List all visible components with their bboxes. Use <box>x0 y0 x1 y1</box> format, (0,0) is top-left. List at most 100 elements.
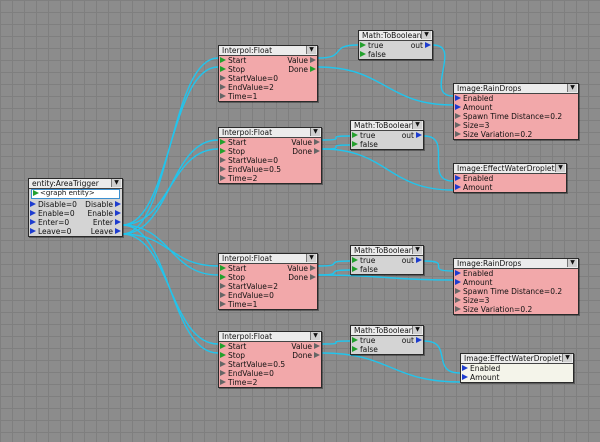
input-pin-icon[interactable] <box>220 139 226 145</box>
input-pin-icon[interactable] <box>455 131 461 137</box>
entity-area-trigger-node[interactable]: entity:AreaTrigger▼ <graph entity> Disab… <box>28 178 123 237</box>
input-pin-icon[interactable] <box>455 113 461 119</box>
input-pin-icon[interactable] <box>455 288 461 294</box>
node-title[interactable]: Math:ToBoolean▼ <box>351 246 423 256</box>
input-pin-icon[interactable] <box>220 361 226 367</box>
output-pin-icon[interactable] <box>314 343 320 349</box>
input-pin-icon[interactable] <box>220 75 226 81</box>
output-pin-icon[interactable] <box>314 139 320 145</box>
input-pin-icon[interactable] <box>220 283 226 289</box>
input-pin-icon[interactable] <box>220 379 226 385</box>
input-pin-icon[interactable] <box>455 175 461 181</box>
node-title[interactable]: Interpol:Float▼ <box>219 128 321 138</box>
node-title[interactable]: Image:RainDrops▼ <box>454 259 578 269</box>
dropdown-icon[interactable]: ▼ <box>412 326 422 334</box>
output-pin-icon[interactable] <box>314 148 320 154</box>
output-pin-icon[interactable] <box>115 201 121 207</box>
node-title[interactable]: Image:RainDrops▼ <box>454 84 578 94</box>
input-pin-icon[interactable] <box>220 343 226 349</box>
input-pin-icon[interactable] <box>220 166 226 172</box>
output-pin-icon[interactable] <box>425 42 431 48</box>
output-pin-icon[interactable] <box>310 265 316 271</box>
dropdown-icon[interactable]: ▼ <box>310 332 320 340</box>
input-pin-icon[interactable] <box>220 292 226 298</box>
node-title[interactable]: Interpol:Float▼ <box>219 332 321 342</box>
input-pin-icon[interactable] <box>360 42 366 48</box>
input-pin-icon[interactable] <box>220 148 226 154</box>
image-effectwaterdroplets-node-2[interactable]: Image:EffectWaterDroplets▼ Enabled Amoun… <box>460 353 574 383</box>
input-pin-icon[interactable] <box>455 270 461 276</box>
input-pin-icon[interactable] <box>30 228 36 234</box>
input-pin-icon[interactable] <box>360 51 366 57</box>
input-pin-icon[interactable] <box>220 352 226 358</box>
input-pin-icon[interactable] <box>352 141 358 147</box>
input-pin-icon[interactable] <box>352 337 358 343</box>
dropdown-icon[interactable]: ▼ <box>555 164 565 172</box>
input-pin-icon[interactable] <box>455 95 461 101</box>
output-pin-icon[interactable] <box>416 337 422 343</box>
input-pin-icon[interactable] <box>352 132 358 138</box>
input-pin-icon[interactable] <box>220 66 226 72</box>
output-pin-icon[interactable] <box>310 66 316 72</box>
output-pin-icon[interactable] <box>115 210 121 216</box>
graph-entity-field[interactable]: <graph entity> <box>31 189 120 199</box>
node-title[interactable]: Image:EffectWaterDroplets▼ <box>454 164 566 174</box>
input-pin-icon[interactable] <box>220 301 226 307</box>
dropdown-icon[interactable]: ▼ <box>111 179 121 187</box>
input-pin-icon[interactable] <box>33 190 39 196</box>
node-title[interactable]: Interpol:Float▼ <box>219 254 317 264</box>
dropdown-icon[interactable]: ▼ <box>412 121 422 129</box>
node-title[interactable]: entity:AreaTrigger▼ <box>29 179 122 189</box>
input-pin-icon[interactable] <box>352 266 358 272</box>
dropdown-icon[interactable]: ▼ <box>306 254 316 262</box>
input-pin-icon[interactable] <box>352 346 358 352</box>
input-pin-icon[interactable] <box>455 306 461 312</box>
dropdown-icon[interactable]: ▼ <box>310 128 320 136</box>
input-pin-icon[interactable] <box>352 257 358 263</box>
node-title[interactable]: Image:EffectWaterDroplets▼ <box>461 354 573 364</box>
node-title[interactable]: Math:ToBoolean▼ <box>351 326 423 336</box>
node-title[interactable]: Math:ToBoolean▼ <box>351 121 423 131</box>
input-pin-icon[interactable] <box>30 201 36 207</box>
dropdown-icon[interactable]: ▼ <box>562 354 572 362</box>
image-raindrops-node-1[interactable]: Image:RainDrops▼ Enabled Amount Spawn Ti… <box>453 83 579 140</box>
input-pin-icon[interactable] <box>30 210 36 216</box>
input-pin-icon[interactable] <box>455 104 461 110</box>
input-pin-icon[interactable] <box>455 184 461 190</box>
dropdown-icon[interactable]: ▼ <box>306 46 316 54</box>
output-pin-icon[interactable] <box>314 352 320 358</box>
output-pin-icon[interactable] <box>416 257 422 263</box>
output-pin-icon[interactable] <box>416 132 422 138</box>
input-pin-icon[interactable] <box>220 157 226 163</box>
input-pin-icon[interactable] <box>220 175 226 181</box>
input-pin-icon[interactable] <box>455 122 461 128</box>
output-pin-icon[interactable] <box>310 57 316 63</box>
input-pin-icon[interactable] <box>220 274 226 280</box>
dropdown-icon[interactable]: ▼ <box>412 246 422 254</box>
dropdown-icon[interactable]: ▼ <box>421 31 431 39</box>
node-title[interactable]: Interpol:Float▼ <box>219 46 317 56</box>
output-pin-icon[interactable] <box>310 274 316 280</box>
node-title[interactable]: Math:ToBoolean▼ <box>359 31 432 41</box>
input-pin-icon[interactable] <box>462 365 468 371</box>
image-effectwaterdroplets-node-1[interactable]: Image:EffectWaterDroplets▼ Enabled Amoun… <box>453 163 567 193</box>
output-pin-icon[interactable] <box>115 228 121 234</box>
dropdown-icon[interactable]: ▼ <box>567 84 577 92</box>
image-raindrops-node-2[interactable]: Image:RainDrops▼ Enabled Amount Spawn Ti… <box>453 258 579 315</box>
input-pin-icon[interactable] <box>220 57 226 63</box>
dropdown-icon[interactable]: ▼ <box>567 259 577 267</box>
input-pin-icon[interactable] <box>30 219 36 225</box>
input-pin-icon[interactable] <box>220 370 226 376</box>
input-pin-icon[interactable] <box>455 297 461 303</box>
input-pin-icon[interactable] <box>462 374 468 380</box>
input-pin-icon[interactable] <box>220 93 226 99</box>
input-pin-icon[interactable] <box>455 279 461 285</box>
